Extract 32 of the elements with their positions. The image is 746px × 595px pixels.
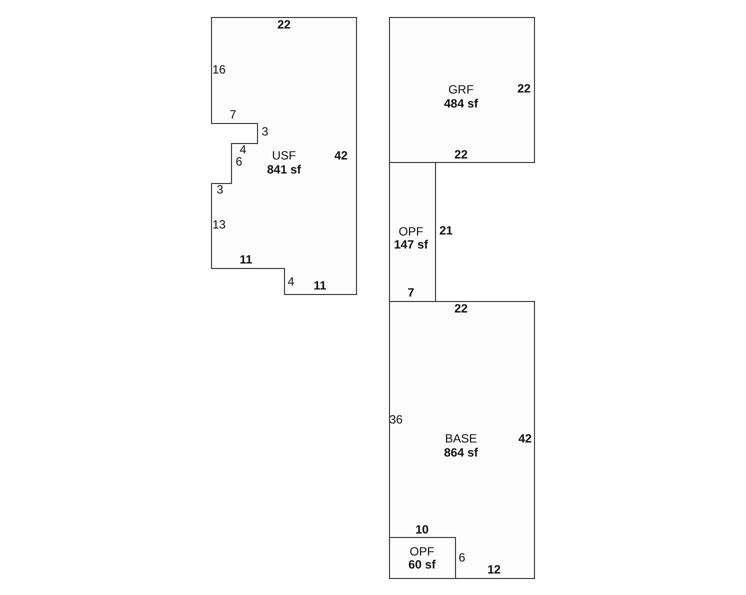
dimension-label: 21 <box>439 224 453 238</box>
dimension-label: 10 <box>415 524 429 536</box>
room-label: OPF <box>398 226 424 238</box>
dimension-label: 11 <box>240 254 252 266</box>
dimension-label: 7 <box>408 286 414 300</box>
dimension-label: 3 <box>262 126 268 138</box>
room-label: BASE <box>445 432 477 446</box>
area-label: 841 sf <box>266 164 302 176</box>
dimension-label: 4 <box>240 144 246 156</box>
dimension-label: 22 <box>454 148 468 162</box>
dimension-label: 4 <box>288 276 294 288</box>
dimension-label: 6 <box>236 156 242 168</box>
dimension-label: 22 <box>277 18 291 32</box>
dimension-label: 7 <box>230 108 236 122</box>
dimension-label: 42 <box>518 432 532 446</box>
dimension-label: 11 <box>314 280 326 292</box>
area-label: 484 sf <box>444 98 478 110</box>
area-label: 864 sf <box>444 446 478 460</box>
dimension-label: 42 <box>334 150 348 162</box>
room-label: USF <box>272 150 296 162</box>
area-label: 147 sf <box>394 238 428 252</box>
dimension-label: 12 <box>487 564 501 576</box>
dimension-label: 13 <box>212 218 226 232</box>
dimension-label: 22 <box>454 302 468 316</box>
dimension-label: 36 <box>389 414 403 426</box>
dimension-label: 3 <box>216 184 224 196</box>
dimension-label: 22 <box>517 82 531 96</box>
area-label: 60 sf <box>408 558 436 572</box>
dimension-label: 6 <box>458 552 466 564</box>
room-label: OPF <box>410 546 434 558</box>
room-label: GRF <box>448 84 474 96</box>
dimension-label: 16 <box>212 64 226 76</box>
